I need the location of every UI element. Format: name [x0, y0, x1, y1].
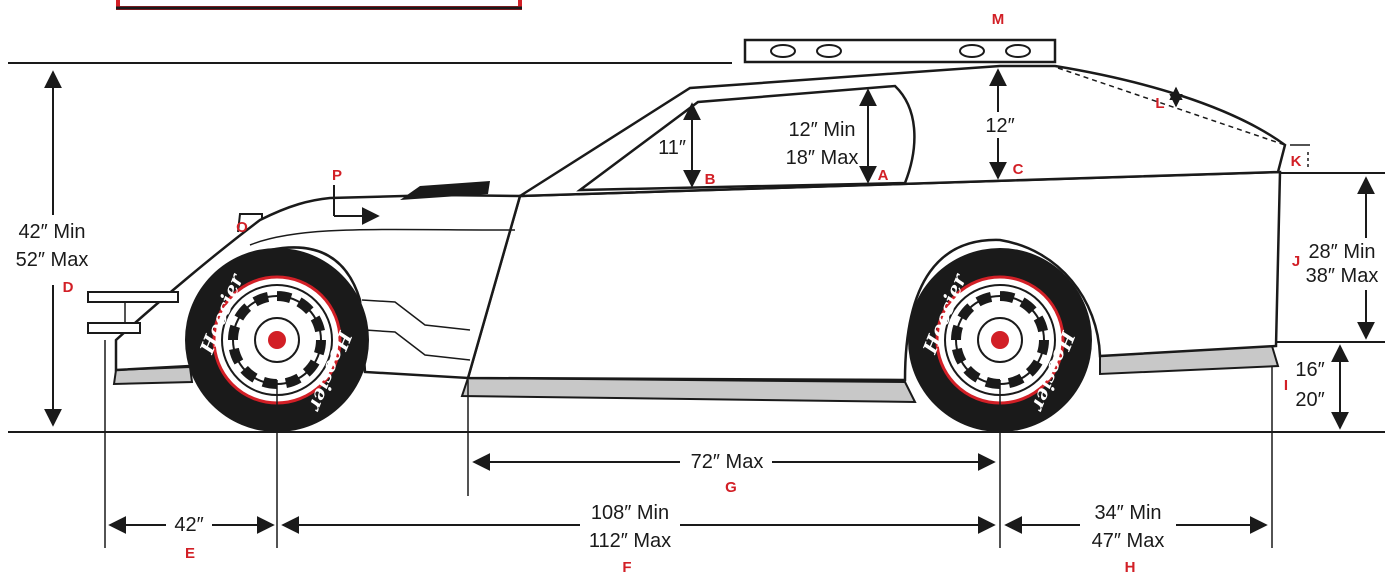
dim-d-label-bg: [8, 215, 100, 285]
dim-a-min: 12″ Min: [788, 119, 855, 141]
front-bumper: [87, 291, 179, 334]
label-d: D: [63, 279, 74, 296]
label-a: A: [878, 167, 889, 184]
label-g: G: [725, 479, 737, 496]
front-spoiler: [237, 213, 263, 233]
dim-i-min: 16″: [1295, 359, 1324, 381]
door-rocker-panel: [460, 376, 917, 404]
dim-f-label-bg: [580, 498, 680, 554]
label-k: K: [1291, 153, 1302, 170]
label-i: I: [1284, 377, 1288, 394]
dim-j-max: 38″ Max: [1306, 265, 1379, 287]
label-l: L: [1155, 95, 1164, 112]
dim-e-value: 42″: [174, 514, 203, 536]
rear-axle-center: [991, 331, 1009, 349]
dim-c-value: 12″: [985, 115, 1014, 137]
dim-g-label-bg: [680, 448, 772, 474]
car-body-side: [466, 170, 1282, 382]
hood-angle-indicator: [333, 185, 380, 225]
dim-d-min: 42″ Min: [18, 221, 85, 243]
label-b: B: [705, 171, 716, 188]
dim-j-label-bg: [1304, 238, 1394, 290]
side-window: [576, 84, 916, 192]
fender-crease-lower: [364, 329, 471, 361]
dim-g-value: 72″ Max: [691, 451, 764, 473]
label-f: F: [622, 559, 631, 576]
label-h: H: [1125, 559, 1136, 576]
fender-crease-upper: [361, 299, 471, 331]
dim-d-max: 52″ Max: [16, 249, 89, 271]
label-m: M: [992, 11, 1005, 28]
label-c: C: [1013, 161, 1024, 178]
dim-h-label-bg: [1080, 498, 1176, 554]
dim-b-value: 11″: [658, 137, 686, 159]
dim-h-min: 34″ Min: [1094, 502, 1161, 524]
hood-scoop: [400, 181, 490, 200]
dim-f-max: 112″ Max: [589, 530, 671, 552]
dim-h-max: 47″ Max: [1092, 530, 1165, 552]
label-o: O: [236, 219, 248, 236]
front-axle-center: [268, 331, 286, 349]
hood-crease: [249, 228, 516, 246]
dim-f-min: 108″ Min: [591, 502, 669, 524]
label-e: E: [185, 545, 195, 562]
label-p: P: [332, 167, 342, 184]
label-j: J: [1292, 253, 1300, 270]
dim-j-min: 28″ Min: [1308, 241, 1375, 263]
roof-wing: [743, 38, 1057, 64]
dim-i-max: 20″: [1295, 389, 1324, 411]
dim-e-label-bg: [166, 511, 212, 537]
dim-c-label-bg: [982, 112, 1020, 138]
dim-a-max: 18″ Max: [786, 147, 859, 169]
